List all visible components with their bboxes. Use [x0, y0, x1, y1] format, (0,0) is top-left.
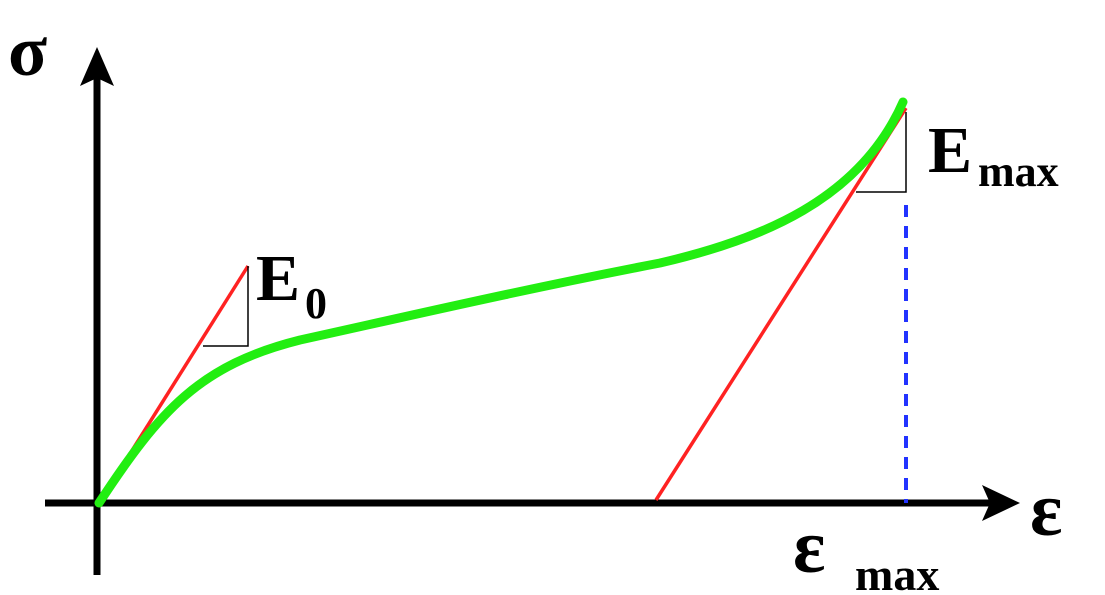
initial-modulus-label: E 0 — [256, 242, 327, 328]
max-slope-triangle — [856, 112, 907, 193]
x-axis-arrowhead — [982, 485, 1020, 521]
max-modulus-label: E max — [928, 114, 1059, 196]
stress-strain-curve — [94, 97, 908, 508]
initial-modulus-subscript: 0 — [305, 279, 327, 328]
max-strain-symbol: ε — [793, 505, 825, 589]
initial-slope-triangle — [203, 266, 249, 347]
unloading-tangent-line — [654, 107, 908, 501]
max-modulus-symbol: E — [928, 114, 972, 187]
y-axis-arrowhead — [80, 47, 114, 86]
y-axis-label: σ — [8, 11, 47, 91]
initial-modulus-symbol: E — [256, 242, 300, 315]
max-strain-label: ε max — [793, 505, 939, 595]
max-strain-subscript: max — [855, 549, 939, 595]
max-modulus-subscript: max — [978, 147, 1059, 196]
x-axis-label: ε — [1030, 468, 1062, 552]
